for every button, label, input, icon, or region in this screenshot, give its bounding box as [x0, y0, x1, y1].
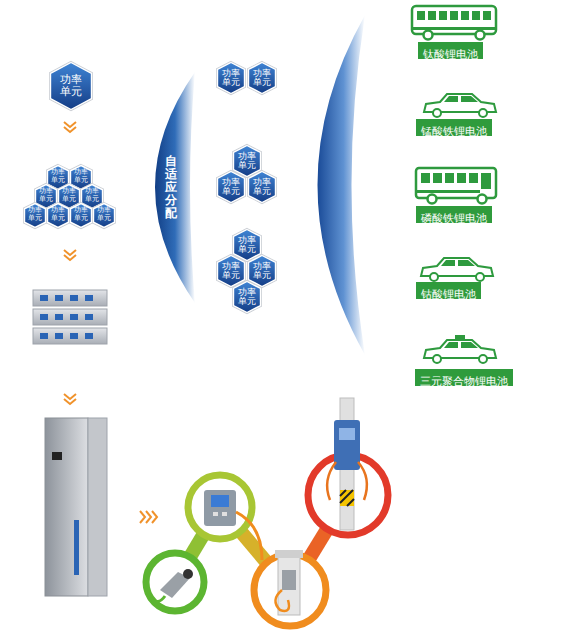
vehicle-icons — [412, 6, 496, 363]
battery-text: 钴酸锂电池 — [421, 287, 476, 302]
unit-text: 功率 单元 — [238, 236, 256, 255]
unit-text: 功率 单元 — [50, 207, 65, 222]
power-unit-hex: 功率 单元 — [69, 202, 93, 229]
battery-text: 三元聚合物锂电池 — [420, 374, 508, 389]
band-text: 自适应分配 — [165, 155, 177, 221]
charging-cabinet — [45, 418, 107, 596]
unit-text: 功率 单元 — [253, 178, 271, 197]
right-chevrons — [140, 511, 157, 523]
power-unit-hex: 功率 单元 — [216, 170, 246, 204]
unit-text: 功率 单元 — [73, 169, 88, 184]
unit-text: 功率 单元 — [62, 188, 77, 203]
power-unit-hex: 功率 单元 — [247, 61, 277, 95]
unit-text: 功率 单元 — [222, 69, 240, 88]
allocation-band: 自适应分配 — [145, 70, 200, 305]
power-unit-hex: 功率 单元 — [49, 61, 93, 111]
unit-text: 功率 单元 — [50, 169, 65, 184]
unit-text: 功率 单元 — [59, 74, 82, 98]
battery-label: 磷酸铁锂电池 — [416, 206, 492, 223]
unit-text: 功率 单元 — [222, 178, 240, 197]
charger-illustration — [146, 398, 388, 626]
battery-text: 锰酸铁锂电池 — [421, 124, 487, 139]
battery-label: 三元聚合物锂电池 — [415, 369, 513, 386]
unit-text: 功率 单元 — [39, 188, 54, 203]
power-module-rack — [33, 290, 107, 344]
unit-text: 功率 单元 — [27, 207, 42, 222]
unit-text: 功率 单元 — [238, 152, 256, 171]
battery-text: 钛酸锂电池 — [423, 47, 478, 62]
distribution-chevron — [318, 15, 366, 355]
down-chevron — [64, 122, 76, 404]
power-unit-hex: 功率 单元 — [92, 202, 116, 229]
power-unit-hex: 功率 单元 — [216, 61, 246, 95]
unit-text: 功率 单元 — [85, 188, 100, 203]
unit-text: 功率 单元 — [253, 262, 271, 281]
battery-text: 磷酸铁锂电池 — [421, 211, 487, 226]
battery-label: 锰酸铁锂电池 — [416, 119, 492, 136]
unit-text: 功率 单元 — [222, 262, 240, 281]
power-unit-hex: 功率 单元 — [46, 202, 70, 229]
power-unit-hex: 功率 单元 — [247, 170, 277, 204]
unit-text: 功率 单元 — [253, 69, 271, 88]
power-unit-hex: 功率 单元 — [232, 280, 262, 314]
power-unit-hex: 功率 单元 — [23, 202, 47, 229]
battery-label: 钴酸锂电池 — [416, 282, 481, 299]
unit-text: 功率 单元 — [96, 207, 111, 222]
battery-label: 钛酸锂电池 — [418, 42, 483, 59]
unit-text: 功率 单元 — [73, 207, 88, 222]
unit-text: 功率 单元 — [238, 288, 256, 307]
